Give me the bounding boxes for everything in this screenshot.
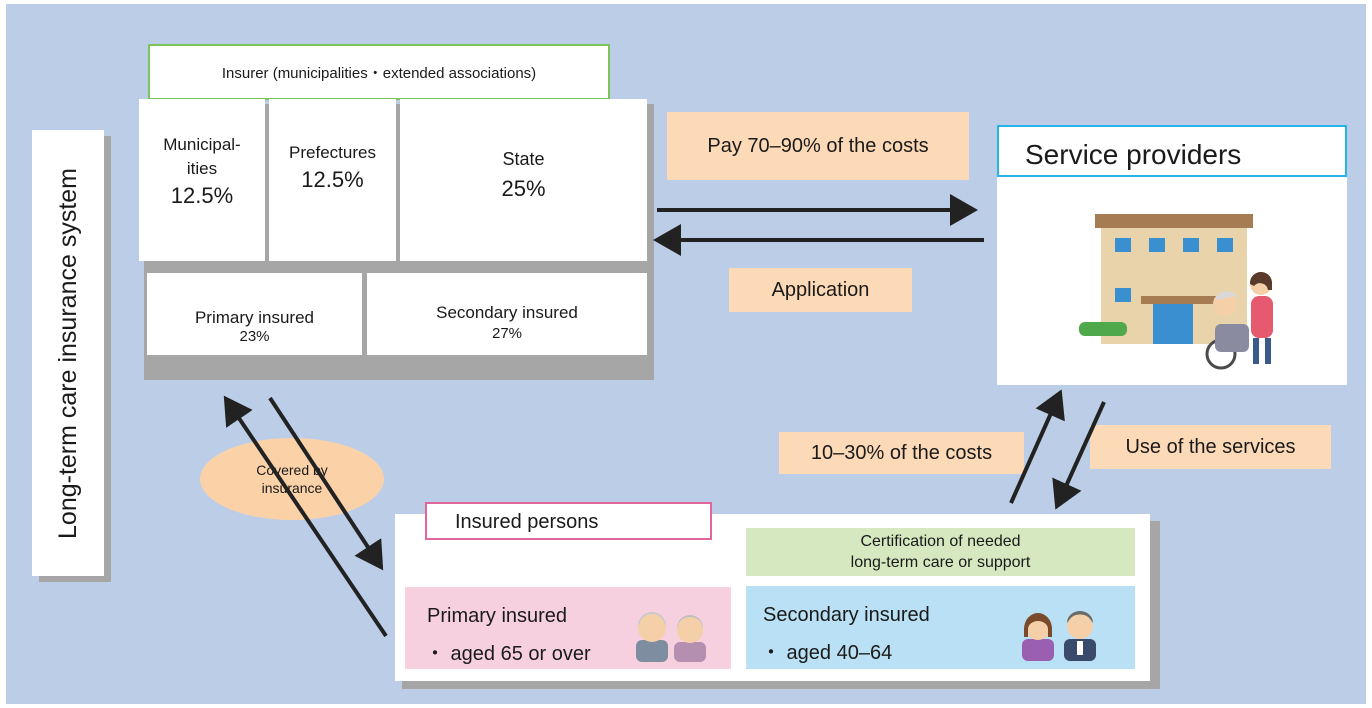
pay-costs-text: Pay 70–90% of the costs (707, 134, 929, 157)
use-services-arrow (1052, 401, 1106, 510)
state-label: State (502, 149, 545, 169)
pay-costs-label: Pay 70–90% of the costs (667, 112, 969, 180)
facility-windows (1115, 238, 1233, 302)
elder-body (1215, 324, 1249, 352)
copay-label: 10–30% of the costs (779, 432, 1024, 474)
system-title-box: Long-term care insurance system (32, 130, 104, 576)
caregiver-hair (1249, 271, 1272, 290)
facility-canopy (1141, 296, 1221, 304)
state-share: 25% (501, 176, 546, 201)
primary-insured-share-value: 23% (239, 328, 270, 345)
insured-persons-title: Insured persons (455, 511, 599, 533)
care-facility-illustration (1079, 214, 1273, 370)
secondary-insured-share-value: 27% (491, 325, 523, 342)
elderly-couple-icon (636, 612, 706, 662)
elder-hair (1215, 291, 1237, 300)
secondary-insured-title: Secondary insured (763, 604, 930, 626)
use-services-label: Use of the services (1090, 425, 1331, 469)
insured-persons-header: Insured persons (425, 502, 712, 540)
municipalities-label-line2: ities (186, 159, 218, 178)
primary-insured-share-cell: Primary insured 23% (147, 273, 362, 355)
copay-text: 10–30% of the costs (810, 441, 993, 464)
certification-line1: Certification of needed (860, 533, 1021, 550)
insurer-header: Insurer (municipalities・extended associa… (148, 44, 610, 100)
certification-line2: long-term care or support (850, 554, 1031, 571)
application-label: Application (729, 268, 912, 312)
certification-box: Certification of needed long-term care o… (746, 528, 1135, 576)
facility-door (1153, 304, 1193, 344)
municipalities-share: 12.5% (170, 183, 234, 208)
primary-insured-share-label: Primary insured (194, 308, 315, 327)
middle-aged-couple-icon (1022, 611, 1096, 661)
copay-arrow (1009, 389, 1065, 504)
prefectures-share: 12.5% (301, 167, 364, 192)
municipalities-cell: Municipal- ities 12.5% (139, 99, 265, 261)
secondary-insured-detail: ・ aged 40–64 (761, 642, 893, 664)
facility-roof (1095, 214, 1253, 228)
service-providers-header: Service providers (997, 125, 1347, 177)
service-providers-title: Service providers (1025, 139, 1242, 170)
covered-by-insurance-ellipse: Covered by insurance (200, 438, 384, 520)
covered-line2: insurance (261, 480, 323, 496)
secondary-insured-share-label: Secondary insured (436, 303, 578, 322)
municipalities-label-line1: Municipal- (163, 135, 241, 154)
application-text: Application (771, 278, 870, 301)
prefectures-label: Prefectures (289, 143, 376, 162)
insurer-to-insured-arrow (268, 396, 384, 571)
caregiver-body (1251, 296, 1273, 338)
secondary-insured-share-cell: Secondary insured 27% (367, 273, 647, 355)
prefectures-cell: Prefectures 12.5% (269, 99, 396, 261)
insured-to-insurer-arrow (223, 395, 388, 638)
primary-insured-title: Primary insured (427, 605, 568, 627)
use-services-text: Use of the services (1125, 435, 1296, 458)
state-cell: State 25% (400, 99, 647, 261)
caregiver-leg-left (1253, 338, 1259, 364)
covered-line1: Covered by (256, 462, 328, 478)
facility-hedge (1079, 322, 1127, 336)
caregiver-leg-right (1265, 338, 1271, 364)
insurer-header-label: Insurer (municipalities・extended associa… (221, 64, 537, 82)
primary-insured-detail: ・ aged 65 or over (425, 643, 591, 665)
